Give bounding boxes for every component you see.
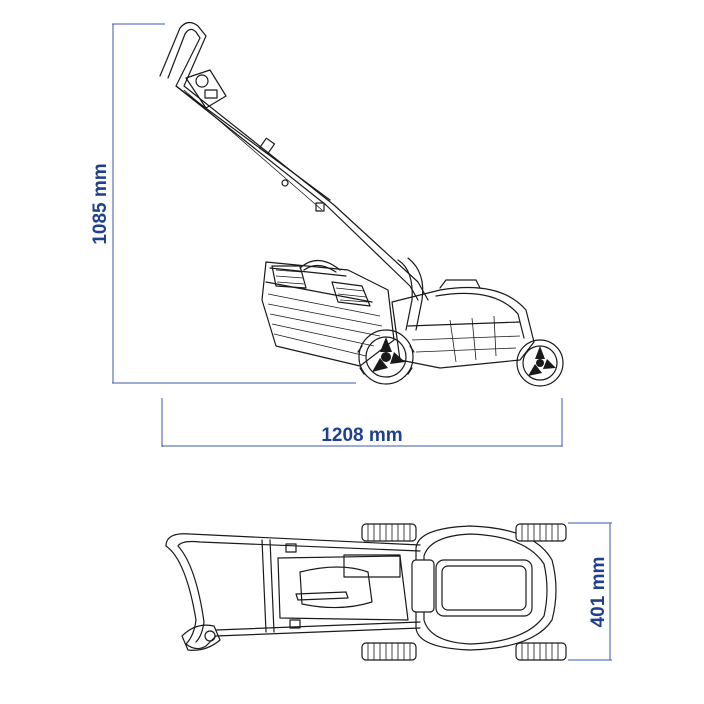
length-dimension: 1208 mm bbox=[161, 398, 563, 447]
side-grass-box bbox=[261, 259, 395, 367]
side-front-wheel bbox=[516, 339, 564, 387]
side-deck bbox=[391, 279, 535, 369]
height-label: 1085 mm bbox=[90, 163, 111, 244]
width-dimension: 401 mm bbox=[568, 522, 612, 661]
top-grass-box bbox=[277, 554, 409, 621]
top-wheels bbox=[361, 523, 567, 661]
height-dimension: 1085 mm bbox=[90, 23, 356, 384]
top-view-mower bbox=[165, 523, 567, 661]
top-deck bbox=[411, 525, 557, 651]
side-rear-wheel bbox=[357, 329, 415, 385]
length-label: 1208 mm bbox=[321, 425, 402, 446]
side-view-mower bbox=[159, 21, 564, 387]
side-handle bbox=[159, 21, 429, 331]
top-handle bbox=[165, 533, 421, 651]
width-label: 401 mm bbox=[588, 557, 609, 628]
